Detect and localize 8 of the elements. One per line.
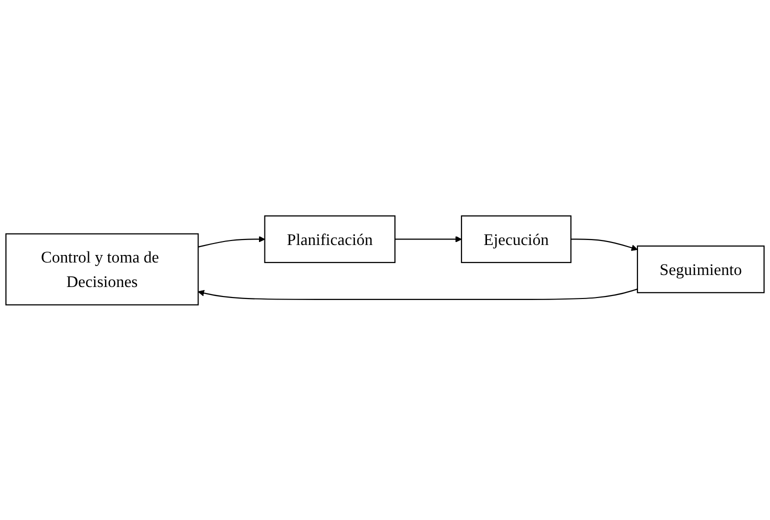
node-box: Planificación xyxy=(264,214,396,263)
arrow xyxy=(570,238,638,251)
node-box: Control y toma de Decisiones xyxy=(5,232,199,306)
arrow xyxy=(394,236,462,242)
arrow xyxy=(198,288,638,300)
node-box: Ejecución xyxy=(460,214,572,263)
node-box: Seguimiento xyxy=(636,245,765,293)
arrow xyxy=(198,236,266,248)
